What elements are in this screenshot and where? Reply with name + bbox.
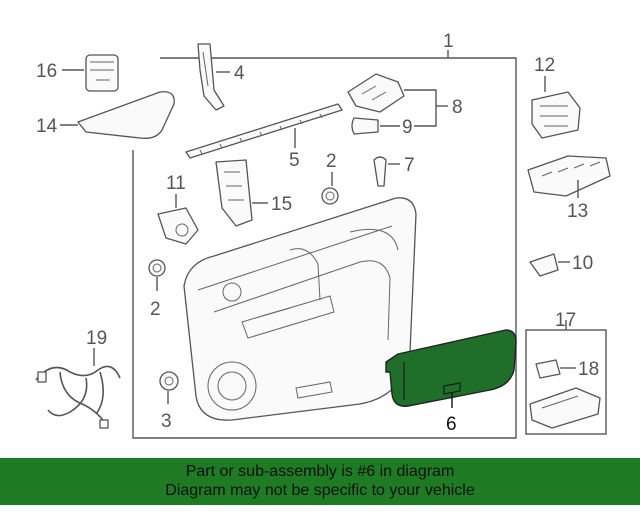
callout-6: 6 bbox=[446, 414, 457, 435]
part-4-bracket bbox=[197, 43, 225, 111]
banner-line-1: Part or sub-assembly is #6 in diagram bbox=[185, 463, 455, 480]
banner-line-2: Diagram may not be specific to your vehi… bbox=[165, 482, 475, 499]
callout-14: 14 bbox=[36, 116, 58, 137]
part-11-module bbox=[157, 207, 199, 245]
callout-3: 3 bbox=[161, 411, 172, 432]
part-2-clip-lower bbox=[148, 259, 166, 277]
callout-9: 9 bbox=[402, 117, 413, 138]
callout-11: 11 bbox=[166, 173, 186, 194]
part-14-pad bbox=[77, 91, 175, 139]
leader-8 bbox=[404, 89, 437, 127]
part-13-switch-panel bbox=[527, 155, 611, 197]
callout-18: 18 bbox=[578, 359, 599, 380]
callout-16: 16 bbox=[36, 61, 57, 82]
part-10-cover bbox=[529, 253, 559, 277]
callout-1: 1 bbox=[443, 31, 454, 52]
part-7-lock-rod bbox=[373, 156, 387, 187]
callout-7: 7 bbox=[404, 155, 415, 176]
part-15-bezel bbox=[215, 159, 253, 227]
part-8-handle bbox=[347, 73, 405, 113]
part-18-lamp bbox=[535, 359, 561, 379]
callout-19: 19 bbox=[86, 328, 107, 349]
info-banner: Part or sub-assembly is #6 in diagram Di… bbox=[0, 458, 640, 505]
group-box-part-1 bbox=[132, 57, 517, 439]
callout-4: 4 bbox=[234, 63, 245, 84]
door-trim-panel bbox=[183, 197, 417, 421]
part-5-weatherstrip bbox=[185, 103, 343, 159]
part-9-knob bbox=[351, 117, 379, 135]
part-3-clip bbox=[159, 371, 179, 391]
part-16-switch bbox=[85, 54, 119, 92]
callout-15: 15 bbox=[271, 194, 292, 215]
part-6-lower-panel-highlighted bbox=[385, 329, 517, 407]
callout-13: 13 bbox=[567, 201, 588, 222]
part-19-wire-harness bbox=[35, 365, 121, 429]
part-17-lamp-housing bbox=[529, 387, 601, 429]
part-12-master-switch bbox=[531, 91, 581, 139]
callout-8: 8 bbox=[452, 97, 463, 118]
callout-17: 17 bbox=[555, 310, 576, 331]
callout-12: 12 bbox=[534, 55, 555, 76]
parts-diagram: 1 16 14 4 5 8 9 7 bbox=[35, 31, 611, 439]
callout-5: 5 bbox=[289, 150, 300, 171]
callout-10: 10 bbox=[572, 253, 593, 274]
part-2-clip-upper bbox=[321, 187, 339, 205]
callout-2-lower: 2 bbox=[150, 299, 161, 320]
callout-2-upper: 2 bbox=[326, 151, 337, 172]
